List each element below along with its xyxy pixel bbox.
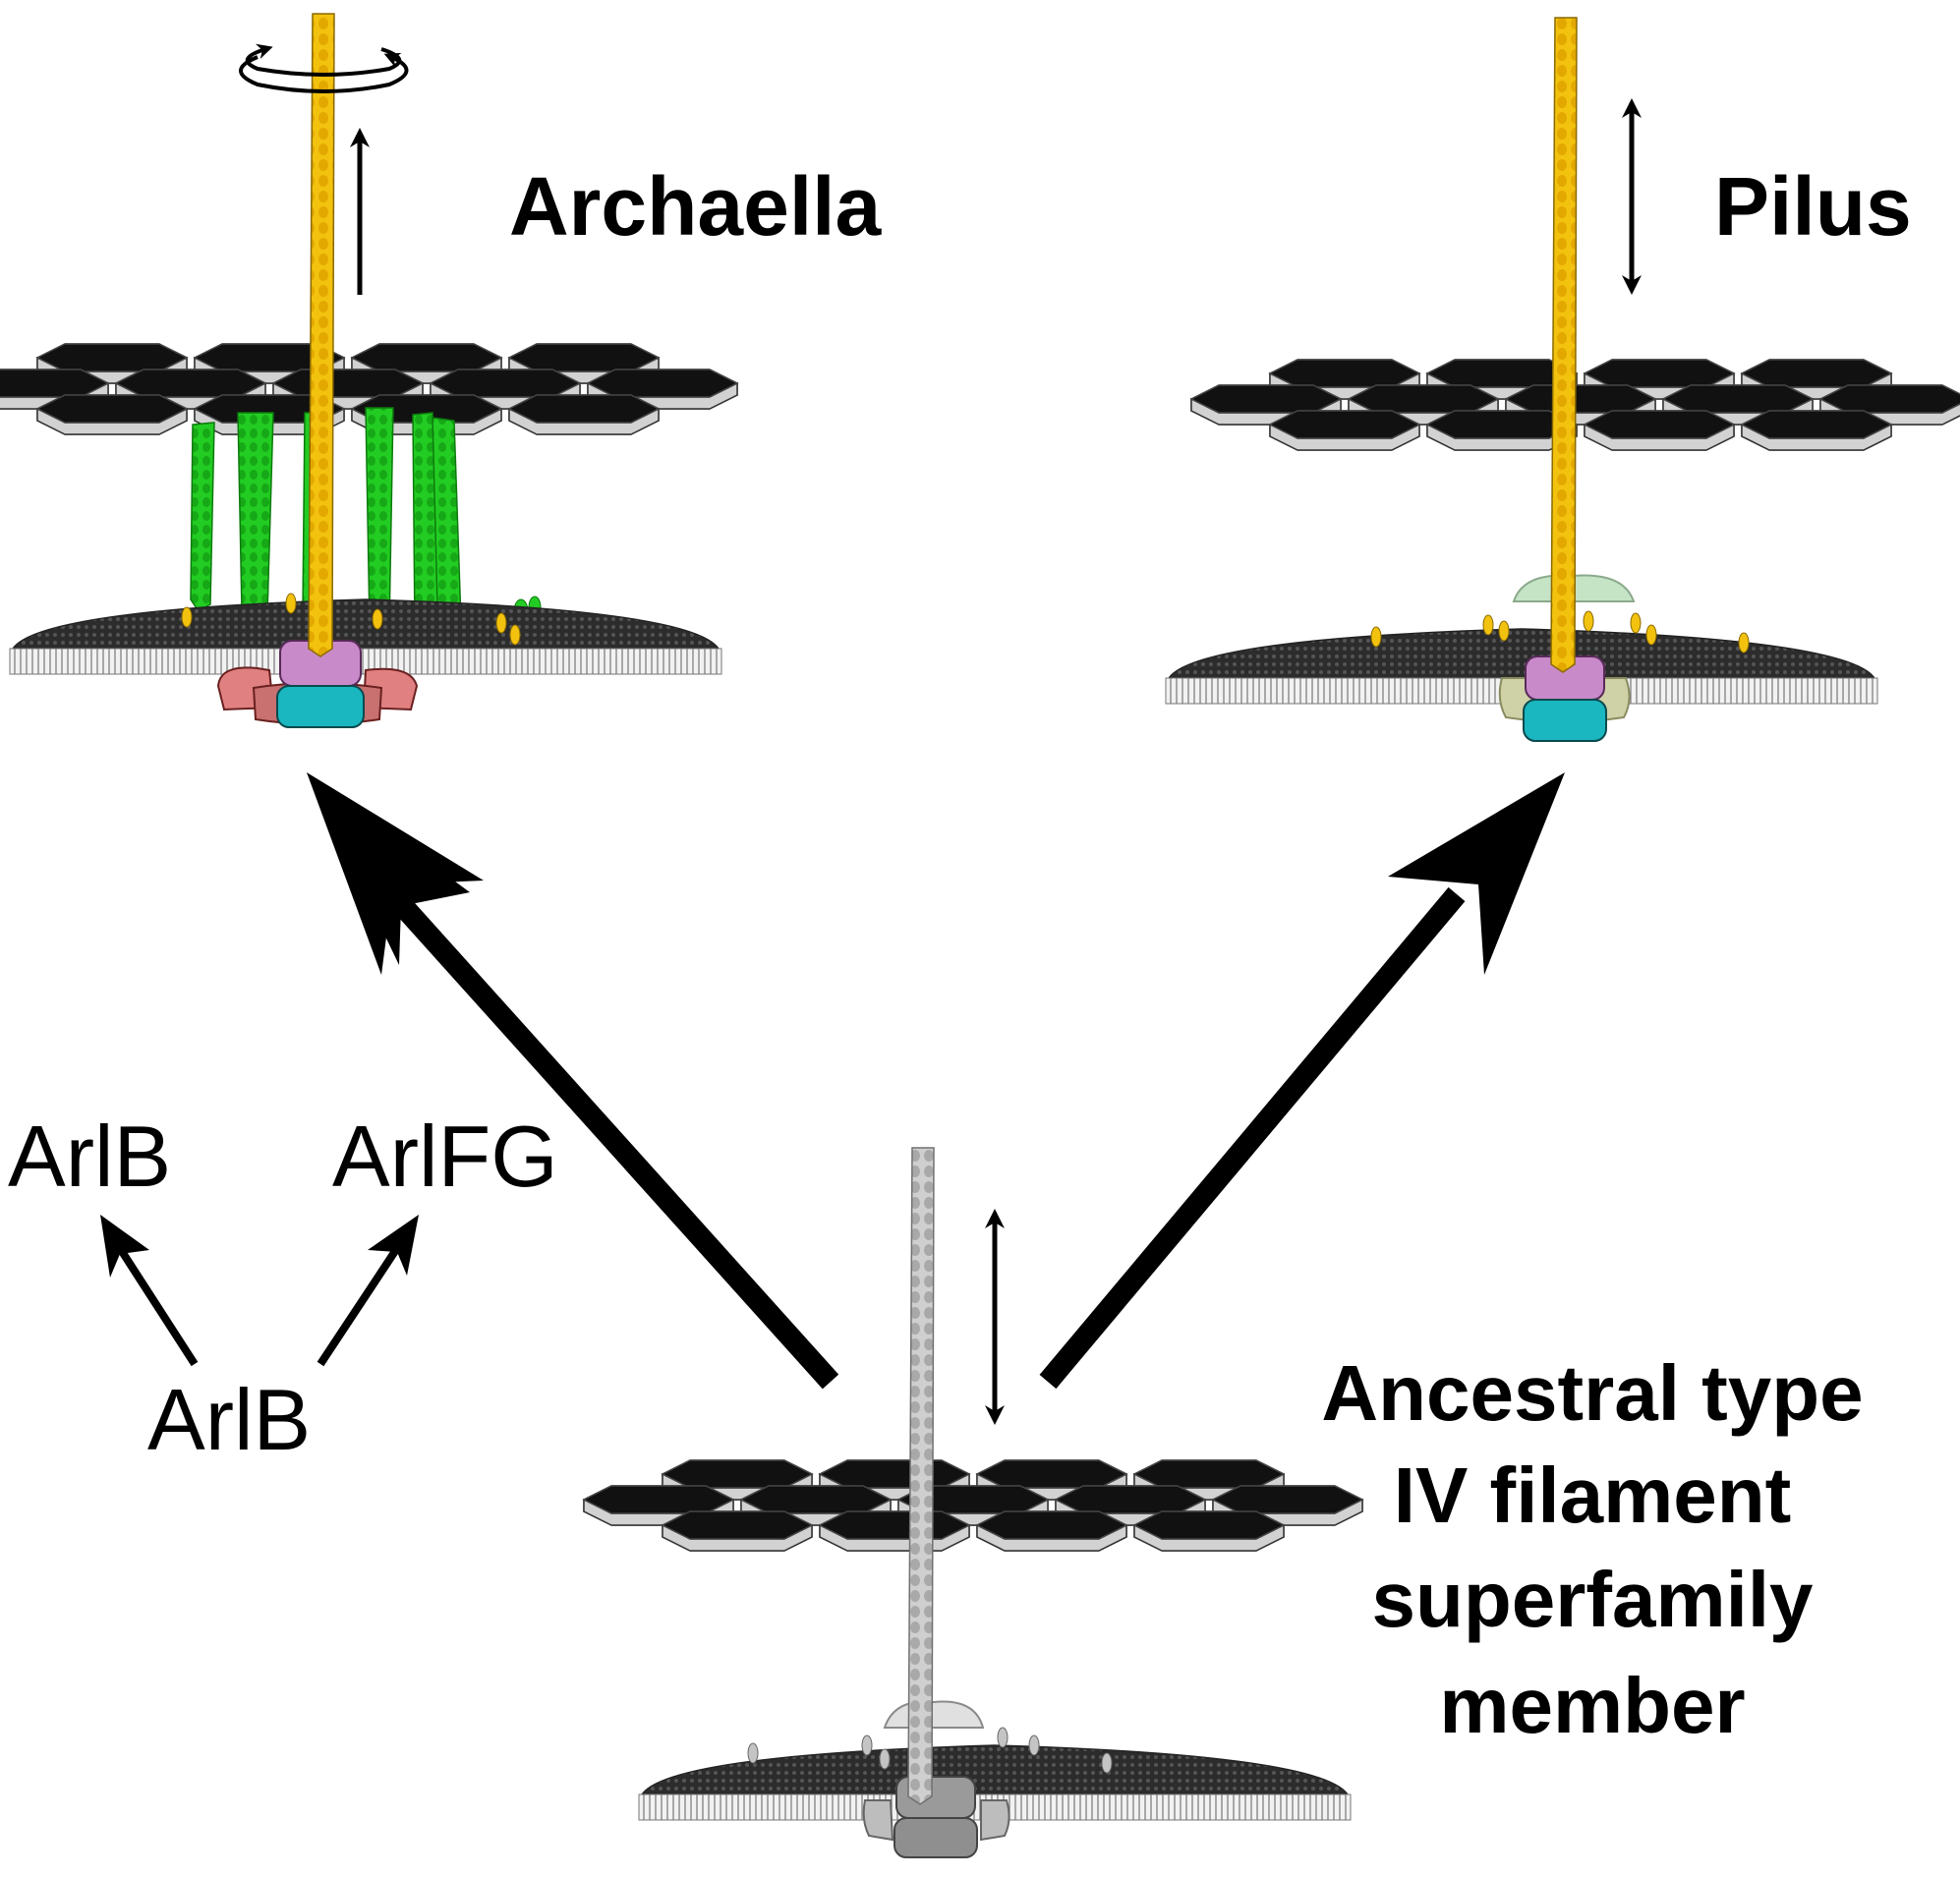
ancestral-secretin: [883, 1700, 985, 1729]
archaella-filament: [308, 13, 335, 657]
rotation-arrow-icon: [239, 43, 409, 93]
evolution-arrow-to-archaella: [307, 772, 839, 1390]
ancestral-model: [584, 1147, 1362, 1858]
ancestral-label-line2: IV filament: [1393, 1451, 1792, 1539]
ancestral-label-line1: Ancestral type: [1321, 1349, 1864, 1437]
pilus-filament: [1550, 17, 1578, 673]
ancestral-motor: [862, 1776, 1010, 1858]
archaella-motor: [216, 640, 419, 728]
pilus-model: [1165, 17, 1960, 742]
pilus-motor: [1498, 655, 1631, 742]
archaella-label: Archaella: [509, 160, 882, 253]
evolution-arrow-to-pilus: [1039, 772, 1565, 1390]
arlb-tree-arrows: [100, 1215, 419, 1367]
arlb-label-left: ArlB: [8, 1108, 172, 1205]
arlb-label-bottom: ArlB: [147, 1371, 312, 1468]
ancestral-membrane-pilins: [747, 1727, 1113, 1774]
arlfg-label: ArlFG: [332, 1108, 558, 1205]
ancestral-label-line4: member: [1439, 1662, 1746, 1749]
pilus-label: Pilus: [1714, 160, 1912, 253]
pilus-membrane-pilins: [1370, 610, 1750, 654]
membrane-pilin-bumps: [181, 593, 521, 646]
ancestral-filament: [907, 1147, 935, 1805]
ancestral-label-line3: superfamily: [1371, 1556, 1814, 1643]
archaella-model: [0, 13, 737, 728]
archaella-membrane: [9, 598, 722, 675]
